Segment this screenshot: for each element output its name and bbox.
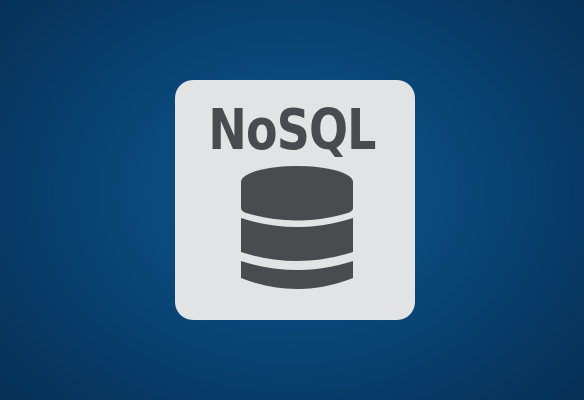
logo-title: NoSQL — [208, 98, 376, 163]
database-middle-disk — [241, 218, 353, 261]
database-bottom-disk — [241, 261, 353, 289]
database-separator-line — [241, 253, 353, 268]
database-icon — [241, 166, 353, 289]
database-separator-line — [241, 211, 353, 226]
database-top-disk — [241, 166, 353, 221]
